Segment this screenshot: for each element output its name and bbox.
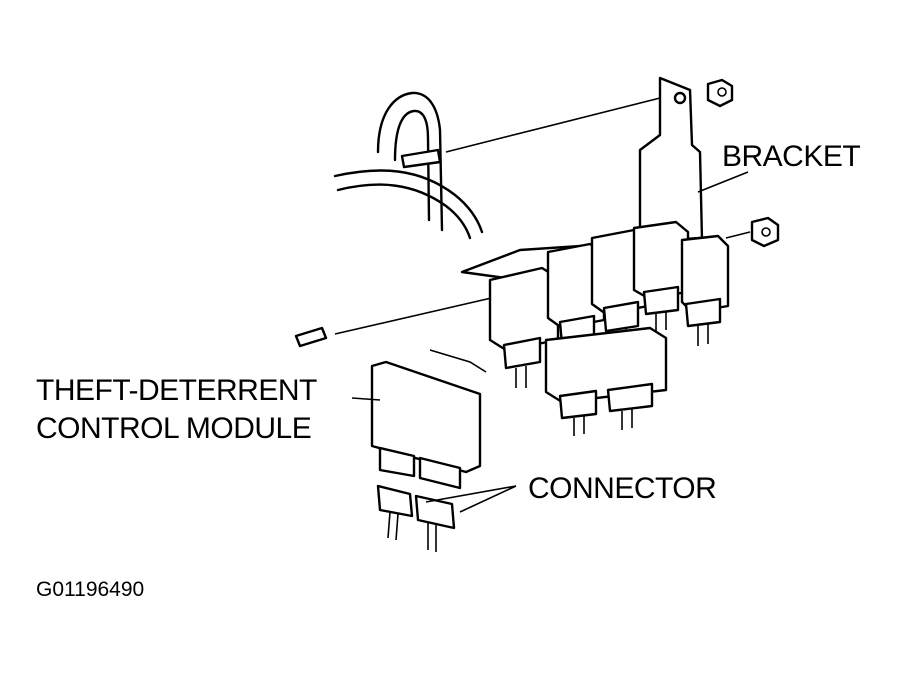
connector-plugs xyxy=(376,484,456,552)
connector-label: CONNECTOR xyxy=(528,472,717,505)
module-label-line1: THEFT-DETERRENT xyxy=(36,374,317,407)
figure-id: G01196490 xyxy=(36,578,145,601)
module-label-line2: CONTROL MODULE xyxy=(36,412,312,445)
module-leader-line xyxy=(351,397,381,401)
alignment-line-top xyxy=(445,95,669,153)
nut-top-icon xyxy=(706,78,734,108)
control-module xyxy=(370,360,482,490)
bracket-label: BRACKET xyxy=(722,140,861,173)
mounting-arch xyxy=(333,91,484,240)
connector-leader-line-2 xyxy=(459,485,517,513)
bracket-leader-line xyxy=(697,171,749,193)
alignment-line-left xyxy=(334,295,501,335)
relay-block xyxy=(488,220,730,436)
bolt-icon xyxy=(294,326,328,348)
mounting-bracket xyxy=(638,76,704,242)
connector-leader-line-1 xyxy=(425,485,517,503)
nut-lower-icon xyxy=(750,216,780,248)
